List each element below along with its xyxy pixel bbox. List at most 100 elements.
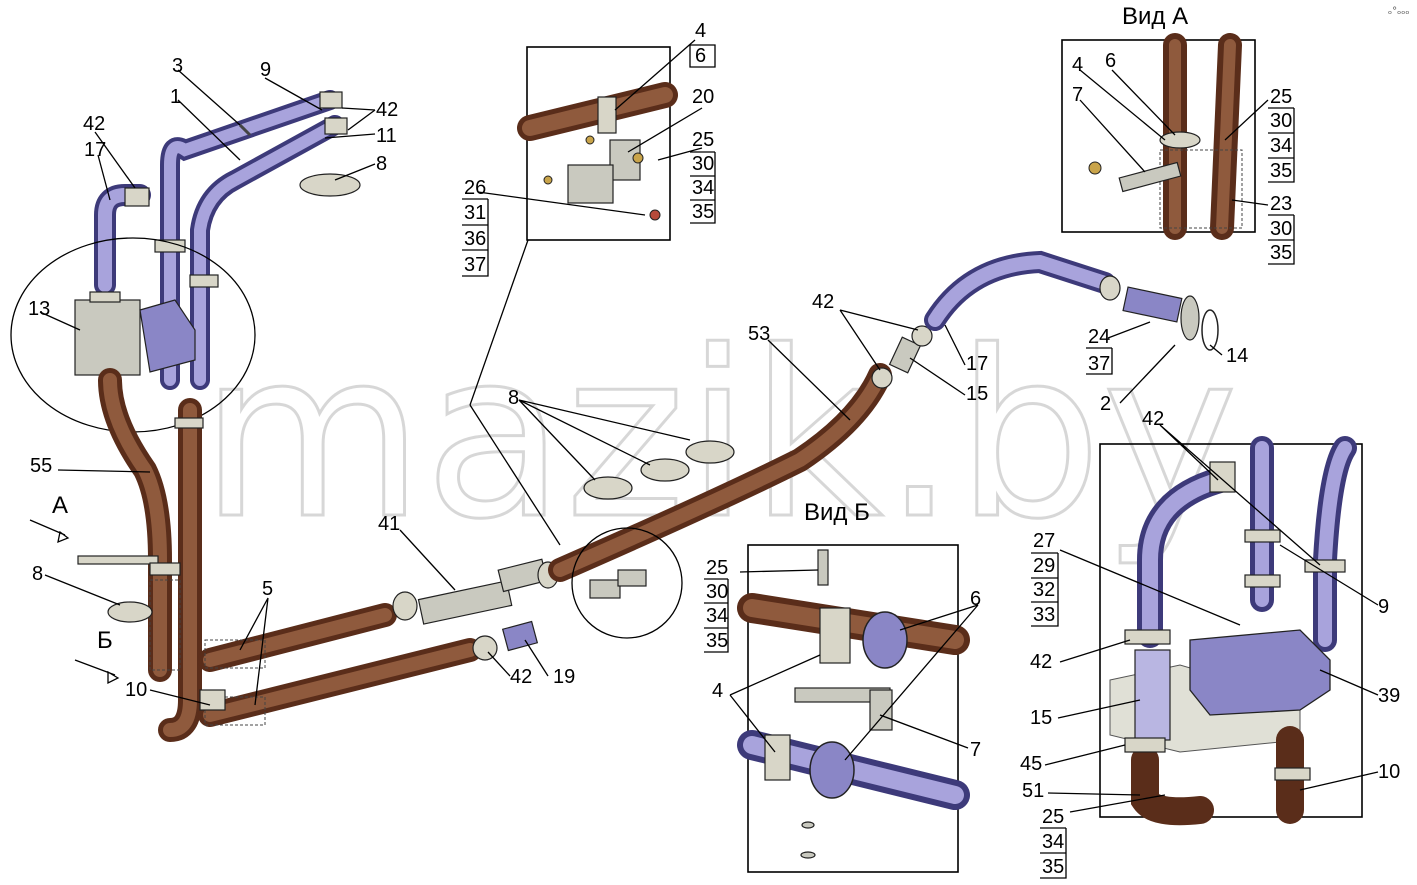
callout: 1 — [170, 86, 181, 108]
callout: 37 — [1088, 353, 1110, 375]
callout: 53 — [748, 323, 770, 345]
callout: 9 — [260, 59, 271, 81]
callout: 8 — [508, 387, 519, 409]
callout: 34 — [1270, 135, 1292, 157]
callout: 33 — [1033, 604, 1055, 626]
callout: 11 — [376, 125, 397, 147]
callout: 25 — [692, 129, 714, 151]
callout: 6 — [970, 588, 981, 610]
callout-labels: 3 9 42 1 11 8 42 17 13 55 8 10 5 41 42 1… — [28, 20, 1400, 878]
callout: 15 — [966, 383, 988, 405]
callout: 20 — [692, 86, 714, 108]
center-assembly — [392, 250, 1219, 661]
leader-lines — [29, 39, 1379, 813]
corner-mark: ₒ°ₒₒₒ — [1388, 6, 1410, 17]
callout: 42 — [1142, 408, 1164, 430]
callout: 9 — [1378, 596, 1389, 618]
hose-51 — [1131, 746, 1214, 826]
inset-view-b — [737, 544, 970, 873]
callout: 13 — [28, 298, 50, 320]
pump-body-39 — [1189, 629, 1331, 716]
callout: 8 — [376, 153, 387, 175]
callout: 26 — [464, 177, 486, 199]
bracket-7-view-a — [1118, 161, 1182, 193]
callout: 39 — [1378, 685, 1400, 707]
pump-body-13 — [74, 299, 141, 376]
callout: 19 — [553, 666, 575, 688]
clamp-8-left — [107, 601, 153, 623]
callout: 42 — [83, 113, 105, 135]
callout: 35 — [706, 630, 728, 652]
callout: 25 — [706, 557, 728, 579]
tee-41 — [417, 580, 513, 625]
fitting-2 — [1122, 286, 1183, 323]
bracket-a — [77, 555, 159, 565]
callout: 6 — [1105, 50, 1116, 72]
callout: 10 — [125, 679, 147, 701]
adapter-15 — [888, 336, 922, 374]
callout: 2 — [1100, 393, 1111, 415]
callout: 34 — [1042, 831, 1064, 853]
callout: 42 — [1030, 651, 1052, 673]
callout: 35 — [1270, 160, 1292, 182]
callout: 30 — [1270, 218, 1292, 240]
callout: 15 — [1030, 707, 1052, 729]
left-assembly — [10, 90, 482, 742]
callout: 7 — [970, 739, 981, 761]
adapter-15-inset — [1134, 649, 1171, 741]
callout: 35 — [1270, 242, 1292, 264]
callout: 25 — [1270, 86, 1292, 108]
inset-bracket-detail — [517, 46, 678, 241]
gasket-14 — [1201, 309, 1219, 351]
callout: 17 — [84, 139, 106, 161]
callout: 42 — [510, 666, 532, 688]
arrow-label-a: А — [52, 492, 68, 519]
callout: 35 — [692, 201, 714, 223]
inset-pump-detail — [1099, 436, 1363, 826]
callout: 36 — [464, 228, 486, 250]
callout: 37 — [464, 254, 486, 276]
callout: 42 — [812, 291, 834, 313]
callout: 8 — [32, 563, 43, 585]
plug-19 — [501, 620, 539, 652]
spring-lower — [204, 696, 266, 726]
callout: 30 — [692, 153, 714, 175]
arrow-label-b: Б — [97, 627, 113, 654]
callout: 4 — [1072, 54, 1083, 76]
callout: 34 — [706, 605, 728, 627]
callout: 10 — [1378, 761, 1400, 783]
callout: 45 — [1020, 753, 1042, 775]
clamp-8-b — [640, 458, 690, 482]
callout: 5 — [262, 578, 273, 600]
clamp-8-top — [299, 173, 361, 197]
clamp-8-c — [685, 440, 735, 464]
callout: 41 — [378, 513, 400, 535]
callout: 23 — [1270, 193, 1292, 215]
callout: 31 — [464, 202, 486, 224]
watermark-text: mazik.by — [200, 303, 1238, 570]
callout: 29 — [1033, 555, 1055, 577]
callout: 7 — [1072, 84, 1083, 106]
callout: 51 — [1022, 780, 1044, 802]
callout: 42 — [376, 99, 398, 121]
callout: 34 — [692, 177, 714, 199]
spring-upper — [204, 639, 266, 669]
callout: 17 — [966, 353, 988, 375]
callout: 25 — [1042, 806, 1064, 828]
callout: 4 — [695, 20, 706, 42]
view-b-title: Вид Б — [804, 499, 870, 526]
callout: 32 — [1033, 579, 1055, 601]
callout: 30 — [1270, 110, 1292, 132]
bolt-25 — [817, 549, 829, 586]
callout: 55 — [30, 455, 52, 477]
callout: 35 — [1042, 856, 1064, 878]
clamp-42-center — [472, 635, 498, 661]
label-boxes — [462, 44, 1295, 879]
clamp-8-a — [583, 476, 633, 500]
callout: 30 — [706, 581, 728, 603]
callout: 4 — [712, 680, 723, 702]
bracket-detail-circle — [571, 527, 683, 639]
callout: 24 — [1088, 326, 1110, 348]
view-a-title: Вид А — [1122, 3, 1188, 30]
